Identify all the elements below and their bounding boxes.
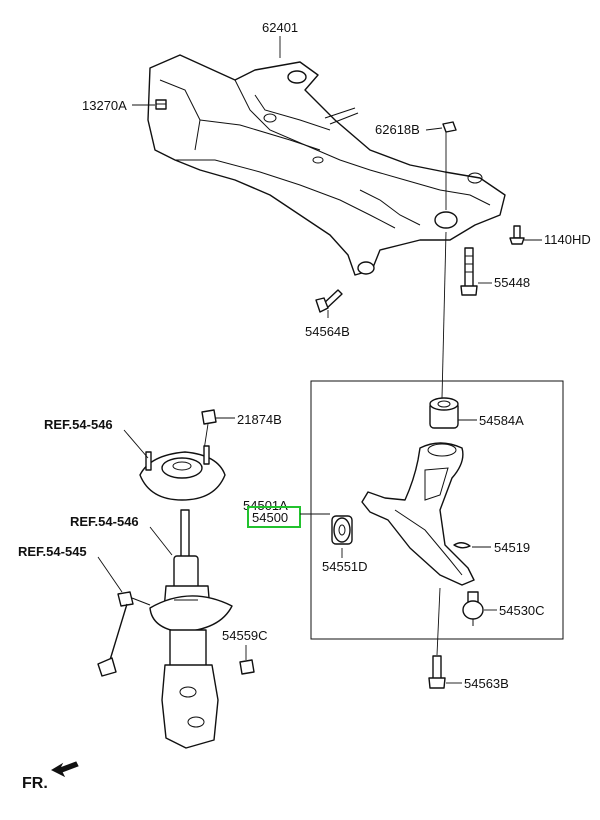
label-21874b: 21874B xyxy=(237,412,282,427)
label-1140hd: 1140HD xyxy=(544,232,591,247)
front-direction-arrow-icon xyxy=(50,761,79,778)
ref-mount[interactable]: REF.54-546 xyxy=(44,417,113,432)
subframe-bolt-55448[interactable] xyxy=(460,247,478,296)
strut-nut-54559c[interactable] xyxy=(239,659,255,675)
front-direction-label: FR. xyxy=(22,775,48,792)
label-62618b: 62618B xyxy=(375,122,420,137)
ball-joint-54530c[interactable] xyxy=(462,591,484,626)
subframe-bolt-1140hd[interactable] xyxy=(509,225,525,245)
label-54519: 54519 xyxy=(494,540,530,555)
ref-strut[interactable]: REF.54-546 xyxy=(70,514,139,529)
label-54584a: 54584A xyxy=(479,413,524,428)
label-54563b: 54563B xyxy=(464,676,509,691)
subframe-bolt-54564b[interactable] xyxy=(315,289,343,313)
label-13270a: 13270A xyxy=(82,98,127,113)
label-54551d: 54551D xyxy=(322,559,368,574)
bushing-54584a[interactable] xyxy=(429,397,459,429)
label-54500: 54500 xyxy=(252,510,288,525)
label-54530c: 54530C xyxy=(499,603,545,618)
label-54501a: 54501A xyxy=(243,498,288,513)
label-62401: 62401 xyxy=(262,20,298,35)
assembly-54500-highlight[interactable] xyxy=(247,506,301,528)
bushing-54551d[interactable] xyxy=(331,515,353,545)
label-54564b: 54564B xyxy=(305,324,350,339)
strut-mount-nut-21874b[interactable] xyxy=(201,409,217,425)
subframe-bolt-13270a[interactable] xyxy=(155,99,167,110)
label-54559c: 54559C xyxy=(222,628,268,643)
bolt-54563b[interactable] xyxy=(428,655,446,689)
subframe-nut-62618b[interactable] xyxy=(442,121,457,133)
lower-control-arm-54501a[interactable] xyxy=(361,442,475,586)
stabilizer-link[interactable] xyxy=(97,591,151,677)
strut-assembly[interactable] xyxy=(149,509,233,749)
lower-arm-group-frame xyxy=(310,380,564,640)
ref-stabilizer-link[interactable]: REF.54-545 xyxy=(18,544,87,559)
clip-54519[interactable] xyxy=(453,542,471,549)
front-subframe[interactable] xyxy=(147,54,506,276)
strut-mount-insulator[interactable] xyxy=(139,445,226,501)
label-55448: 55448 xyxy=(494,275,530,290)
